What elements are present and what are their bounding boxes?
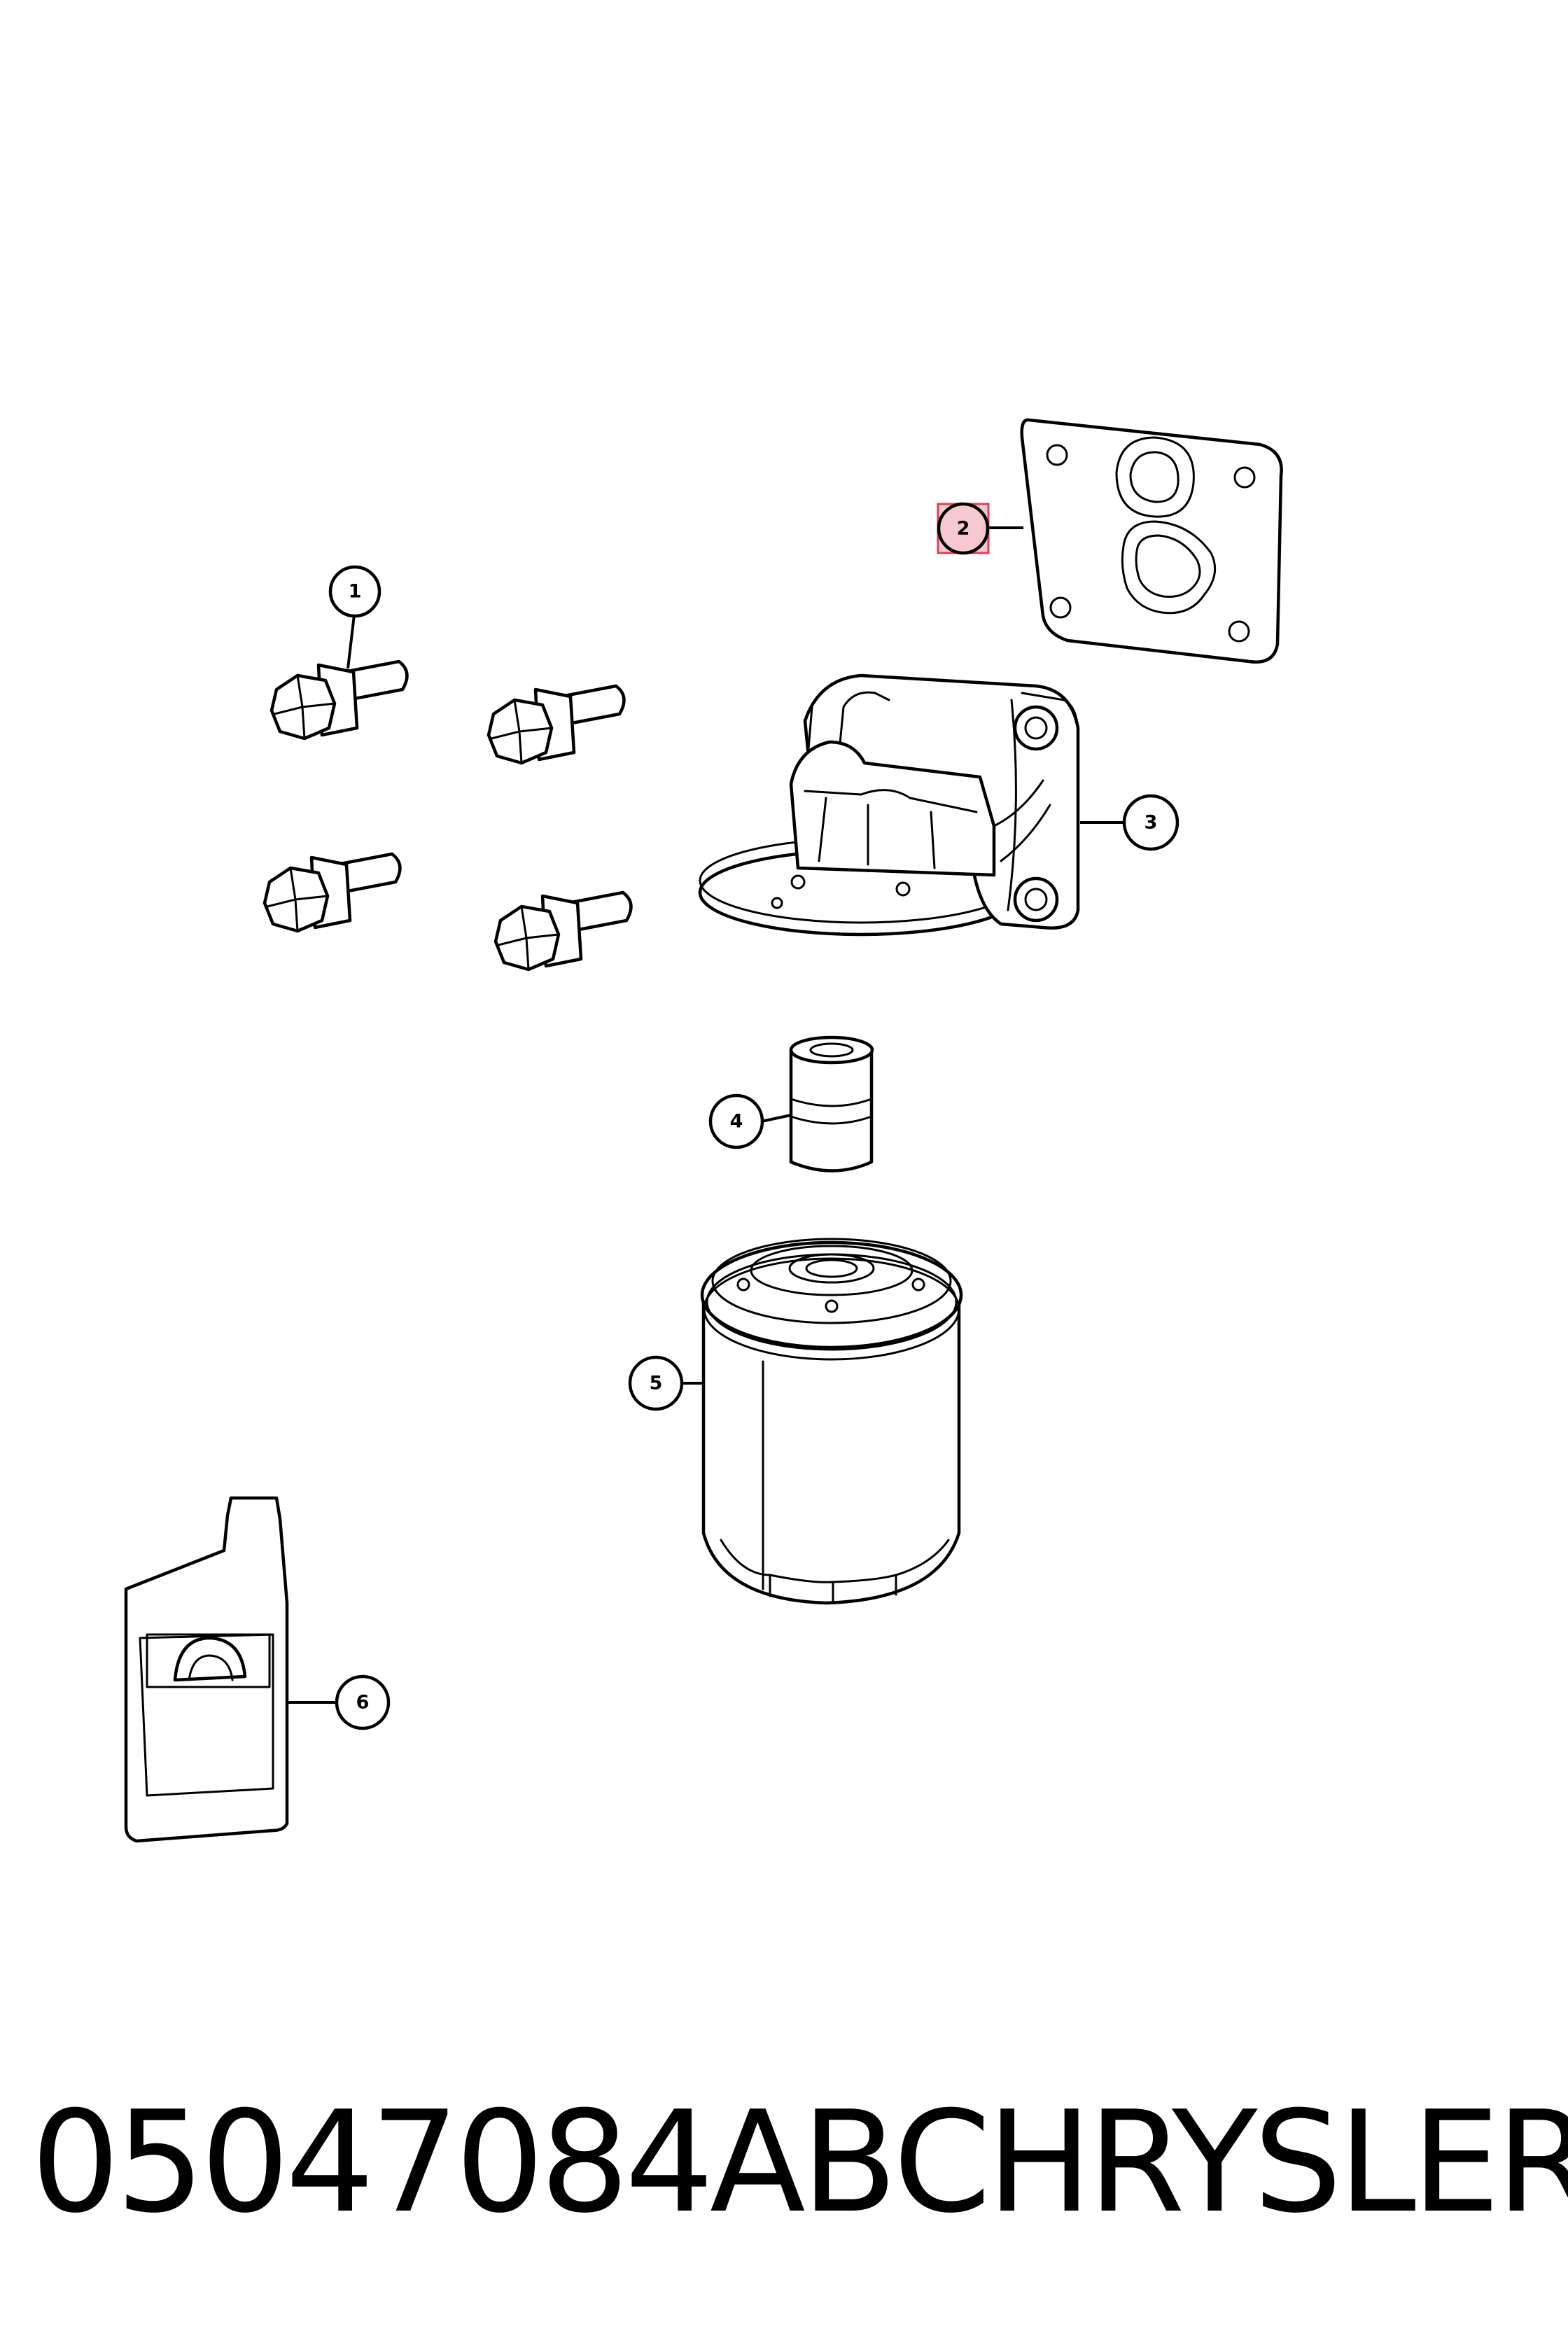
callout-label: 1 <box>349 581 362 603</box>
oil-filter <box>700 1238 963 1605</box>
callout-6[interactable]: 6 <box>335 1674 391 1730</box>
bolt-bottom-right <box>493 890 633 972</box>
callout-5[interactable]: 5 <box>628 1355 684 1411</box>
leader-line-4 <box>761 1114 792 1123</box>
callout-4[interactable]: 4 <box>708 1093 764 1149</box>
bolt-top-right <box>486 684 626 765</box>
callout-1[interactable]: 1 <box>328 565 382 618</box>
callout-label: 2 <box>957 518 970 540</box>
callout-label: 4 <box>730 1111 743 1133</box>
gasket <box>1020 418 1283 664</box>
brand-name: CHRYSLER <box>893 2081 1568 2244</box>
oil-filter-adapter <box>698 673 1080 937</box>
filter-nipple <box>789 1035 874 1172</box>
callout-label: 6 <box>356 1692 370 1714</box>
leader-line-1 <box>346 608 356 669</box>
part-number: 05047084AB <box>31 2081 897 2244</box>
caption: 05047084AB CHRYSLER <box>31 2079 1568 2247</box>
callout-2[interactable]: 2 <box>937 502 990 555</box>
engine-oil-bottle <box>124 1496 289 1843</box>
callout-3[interactable]: 3 <box>1122 794 1180 851</box>
callout-label: 5 <box>650 1373 663 1394</box>
callout-label: 3 <box>1144 812 1158 834</box>
bolt-bottom-left <box>262 852 402 933</box>
bolt-top-left <box>270 659 409 741</box>
